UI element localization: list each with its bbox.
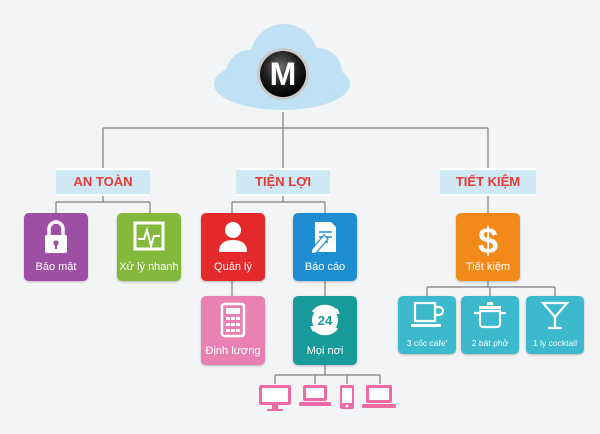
pot-icon <box>461 300 519 336</box>
tile-bao-cao: Báo cáo <box>293 213 357 281</box>
tile-ly-cocktail: 1 ly cocktail <box>526 296 584 354</box>
tile-label: Định lượng <box>205 345 261 357</box>
tile-quan-ly: Quản lý <box>201 213 265 281</box>
tile-dinh-luong: Định lượng <box>201 296 265 365</box>
tile-label: Xử lý nhanh <box>119 261 179 273</box>
category-label: AN TOÀN <box>73 174 133 189</box>
user-icon <box>201 219 265 255</box>
clock-badge: 24 <box>318 313 333 328</box>
tile-label: Bảo mật <box>35 261 77 273</box>
tile-label: Mọi nơi <box>306 345 344 357</box>
report-pencil-icon <box>293 219 357 255</box>
tile-moi-noi: 24 Mọi nơi <box>293 296 357 365</box>
laptop-icon <box>362 384 396 415</box>
tile-coc-cafe: 3 cốc cafe' <box>398 296 456 354</box>
tile-label: 2 bát phở <box>471 338 509 348</box>
calculator-icon <box>201 302 265 338</box>
laptop-icon <box>299 384 331 413</box>
tile-tiet-kiem: $ Tiết kiệm <box>456 213 520 281</box>
tile-label: 1 ly cocktail <box>533 338 577 348</box>
tile-label: Tiết kiệm <box>465 261 511 273</box>
cocktail-glass-icon <box>526 300 584 336</box>
category-label: TIẾT KIỆM <box>455 174 521 189</box>
desktop-icon <box>258 384 292 417</box>
logo-letter: M <box>270 56 297 92</box>
category-label: TIỆN LỢI <box>255 174 311 189</box>
category-tiet-kiem: TIẾT KIỆM <box>440 168 536 196</box>
lock-icon <box>24 219 88 255</box>
tile-label: 3 cốc cafe' <box>406 338 448 348</box>
category-tien-loi: TIỆN LỢI <box>236 168 330 196</box>
dollar-icon: $ <box>456 219 520 259</box>
tile-bao-mat: Bảo mật <box>24 213 88 281</box>
tile-bat-pho: 2 bát phở <box>461 296 519 354</box>
monitor-graph-icon <box>117 219 181 255</box>
clock-24-icon: 24 <box>293 302 357 338</box>
coffee-cup-icon <box>398 300 456 336</box>
tile-label: Báo cáo <box>304 261 346 273</box>
tile-xu-ly-nhanh: Xử lý nhanh <box>117 213 181 281</box>
tile-label: Quản lý <box>214 261 252 273</box>
category-an-toan: AN TOÀN <box>56 168 150 196</box>
cloud-logo-icon: M <box>212 22 352 112</box>
phone-icon <box>339 384 355 415</box>
dollar-symbol: $ <box>478 220 498 259</box>
